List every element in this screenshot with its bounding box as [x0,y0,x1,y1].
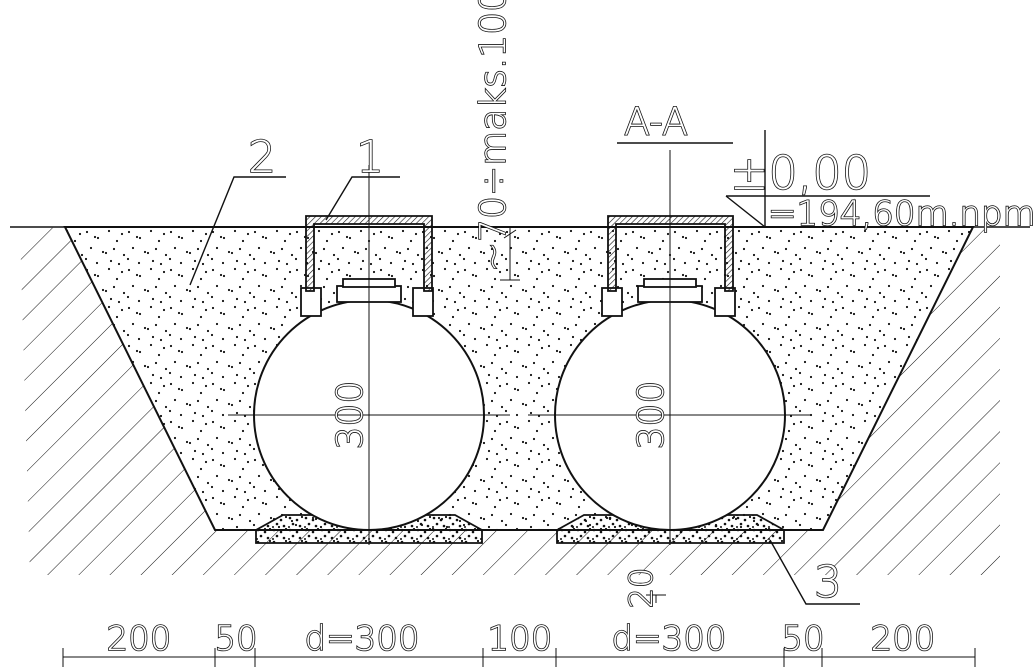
cover-left [305,215,433,292]
base-thickness-label: 20 [622,568,660,609]
dim-50-right: 50 [781,619,824,659]
dim-200-right: 200 [871,619,936,659]
cover-depth-label: ~70÷maks.100 [473,0,514,272]
tank-left-diameter: 300 [330,381,371,450]
label-1: 1 [356,132,384,183]
level-marker [725,130,930,228]
level-abs-label: =194,60m.npm [768,194,1035,234]
cover-depth-dimension [500,227,520,281]
dim-200-left: 200 [107,619,172,659]
dim-100: 100 [488,619,553,659]
label-3: 3 [814,557,842,608]
dim-50-left: 50 [214,619,257,659]
cover-right [607,215,734,292]
centre-lines [228,150,810,545]
label-2: 2 [248,132,276,183]
tank-right-diameter: 300 [631,381,672,450]
soil-hatching [20,227,1000,575]
dim-d300-right: d=300 [612,619,727,659]
section-title: A-A [624,100,688,144]
dim-d300-left: d=300 [305,619,420,659]
base-thickness-dimension [646,594,666,603]
leader-1 [325,176,400,221]
leader-2 [189,176,286,286]
sand-backfill [63,226,975,531]
bottom-dimension-line [62,648,976,667]
level-zero-label: ±0,00 [730,146,871,200]
leader-3 [769,539,860,605]
